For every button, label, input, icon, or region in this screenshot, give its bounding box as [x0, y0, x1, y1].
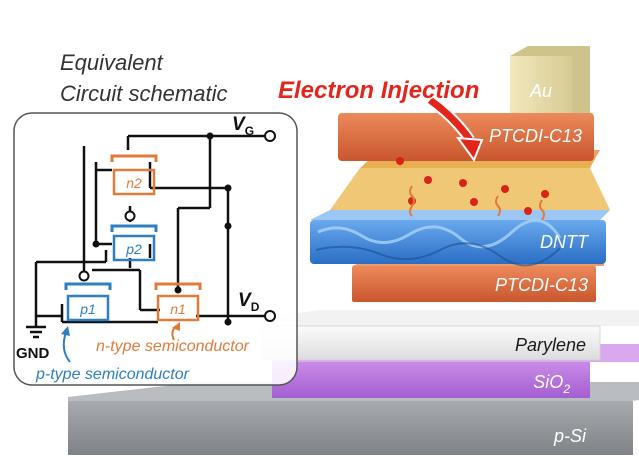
circuit-wires — [34, 134, 268, 324]
n-type-annotation: n-type semiconductor — [96, 338, 250, 355]
layer-stack: p-Si SiO2 Parylene PTCDI-C13 DNTT — [68, 46, 639, 455]
layer-ptcdi-bottom: PTCDI-C13 — [352, 258, 604, 302]
label-n2: n2 — [126, 175, 142, 191]
layer-label-au: Au — [529, 81, 552, 101]
transistor-n2: n2 — [110, 154, 158, 196]
junction-dots — [92, 132, 232, 326]
injection-label: Electron Injection — [278, 77, 479, 104]
p-type-arrowhead — [61, 326, 70, 336]
vg-label: VG — [232, 114, 254, 138]
injection-arrow — [426, 95, 484, 163]
vd-label: VD — [238, 290, 260, 314]
p-type-arrow — [62, 331, 71, 363]
node-circle-top — [124, 210, 136, 222]
layer-label-dntt: DNTT — [540, 232, 590, 252]
p-type-annotation: p-type semiconductor — [35, 366, 190, 383]
transistor-p1: p1 — [64, 282, 112, 322]
layer-dntt: DNTT — [310, 210, 610, 267]
layer-label-sio2: SiO2 — [533, 372, 570, 396]
n-type-arrowhead — [172, 322, 180, 331]
label-n1: n1 — [170, 301, 186, 317]
caption-line2: Circuit schematic — [60, 81, 227, 106]
label-p1: p1 — [79, 301, 96, 317]
label-p2: p2 — [125, 241, 142, 257]
transistor-p2: p2 — [110, 224, 158, 262]
layer-label-p-si: p-Si — [553, 426, 587, 446]
vd-terminal — [264, 310, 276, 322]
layer-ptcdi-top: PTCDI-C13 — [330, 113, 610, 210]
layer-label-ptcdi-top: PTCDI-C13 — [489, 126, 582, 146]
injection-squiggles — [409, 185, 545, 221]
layer-label-ptcdi-bottom: PTCDI-C13 — [495, 275, 588, 295]
layer-label-parylene: Parylene — [515, 335, 586, 355]
caption-line1: Equivalent — [60, 50, 164, 75]
transistor-n1: n1 — [154, 282, 202, 322]
gnd-label: GND — [16, 345, 50, 362]
node-circle-bottom — [78, 270, 90, 282]
vg-terminal — [264, 130, 276, 142]
circuit-panel: n2 p2 p1 n1 GND VG VD — [13, 112, 298, 386]
ground-symbol — [26, 316, 46, 339]
layer-parylene: Parylene — [261, 310, 639, 361]
